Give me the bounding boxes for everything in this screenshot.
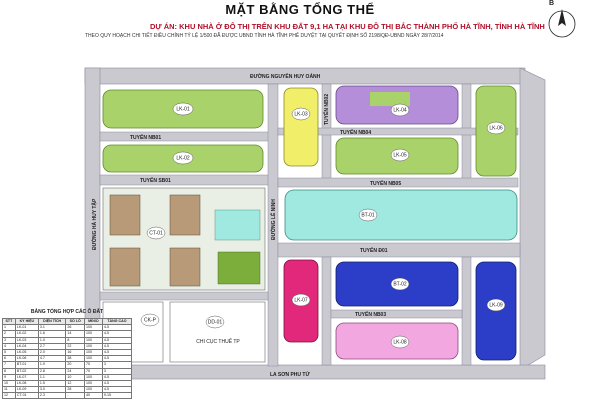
label-chi-cuc: CHI CỤC THUẾ TP	[196, 338, 240, 345]
lot-summary-table: STT KÝ HIỆU DIỆN TÍCH SỐ LÔ MĐXD TẦNG CA…	[2, 317, 133, 400]
lot-bt01[interactable]: BT-01	[284, 189, 518, 241]
lot-lk07[interactable]: LK-07	[283, 259, 319, 343]
label-lk05: LK-05	[393, 153, 407, 159]
approval-note: THEO QUY HOẠCH CHI TIẾT ĐIỀU CHỈNH TỶ LỆ…	[85, 33, 444, 39]
label-lk02: LK-02	[176, 156, 190, 162]
table-cell: CT-01	[14, 392, 39, 400]
project-name: DỰ ÁN: KHU NHÀ Ở ĐÔ THỊ TRÊN KHU ĐẤT 9,1…	[150, 22, 545, 31]
label-lk06: LK-06	[489, 126, 503, 132]
road-nb04-label: TUYẾN NB04	[340, 129, 371, 136]
table-cell: 40	[84, 392, 103, 400]
lot-lk05[interactable]: LK-05	[335, 137, 459, 175]
lot-lk01[interactable]: LK-01	[102, 89, 264, 129]
lot-lk09[interactable]: LK-09	[475, 261, 517, 361]
road-sb01-label: TUYẾN SB01	[140, 177, 171, 184]
label-ck: CK-P	[144, 318, 157, 324]
table-header-row: STT KÝ HIỆU DIỆN TÍCH SỐ LÔ MĐXD TẦNG CA…	[2, 317, 133, 326]
label-lk04: LK-04	[393, 108, 407, 114]
label-dd01: DD-01	[208, 320, 223, 326]
road-left-label: ĐƯỜNG HÀ HUY TẬP	[90, 198, 98, 250]
label-bt01: BT-01	[361, 213, 375, 219]
label-lk09: LK-09	[489, 303, 503, 309]
label-lk07: LK-07	[294, 298, 308, 304]
lot-lk02[interactable]: LK-02	[102, 144, 264, 173]
north-label: B	[549, 0, 555, 7]
label-lk01: LK-01	[176, 107, 190, 113]
lot-lk06[interactable]: LK-06	[475, 85, 517, 177]
table-cell: 2.3	[37, 392, 67, 400]
lot-lk08[interactable]: LK-08	[335, 322, 459, 360]
table-cell: -	[65, 392, 86, 400]
lot-ct01[interactable]: CT-01	[102, 187, 266, 291]
map-title: MẶT BẰNG TỔNG THỂ	[225, 2, 375, 17]
road-le-ninh-label: ĐƯỜNG LÊ NINH	[269, 199, 277, 240]
road-nb01-label: TUYẾN NB01	[130, 134, 161, 141]
label-lk08: LK-08	[393, 340, 407, 346]
road-nb03-label: TUYẾN NB03	[355, 311, 386, 318]
label-lk03: LK-03	[294, 112, 308, 118]
table-cell: 9-15	[101, 392, 133, 400]
table-cell: 12	[2, 392, 16, 400]
road-d01-label: TUYẾN Đ01	[360, 247, 388, 254]
lot-dd01[interactable]: DD-01 CHI CỤC THUẾ TP	[169, 301, 266, 363]
road-nb05-label: TUYẾN NB05	[370, 180, 401, 187]
legend-title: BẢNG TỔNG HỢP CÁC Ô ĐẤT	[30, 309, 104, 315]
lot-lk04[interactable]: LK-04	[335, 85, 459, 125]
label-bt02: BT-02	[393, 282, 407, 288]
lot-lk03[interactable]: LK-03	[283, 87, 319, 167]
lot-bt02[interactable]: BT-02	[335, 261, 459, 307]
label-ct01: CT-01	[149, 231, 163, 237]
north-arrow-icon	[548, 9, 576, 38]
road-nb02-label: TUYẾN NB02	[323, 94, 330, 125]
road-top-label: ĐƯỜNG NGUYỄN HUY OÁNH	[250, 72, 321, 80]
road-bottom-label: LA SƠN PHU TỬ	[270, 371, 310, 378]
